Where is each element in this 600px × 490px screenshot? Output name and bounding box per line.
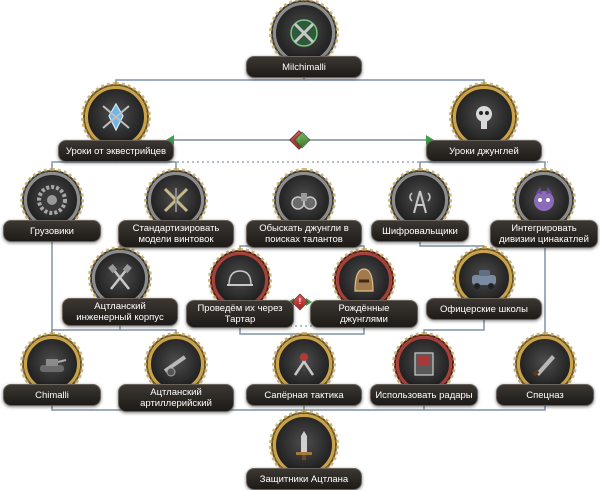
focus-label: Шифровальщики [371,220,469,242]
focus-label: Офицерские школы [426,298,542,320]
focus-label: Стандартизировать модели винтовок [118,220,234,248]
connector-jungle-cinacatl [484,161,546,176]
focus-label: Использовать радары [370,384,478,406]
focus-label: Обыскать джунгли в поисках талантов [246,220,362,248]
focus-label: Chimalli [3,384,101,406]
focus-specnaz[interactable]: Спецназ [496,332,594,406]
focus-artillery[interactable]: Ацтланский артиллерийский [118,332,234,412]
focus-label: Уроки от эквестрийцев [58,140,174,162]
focus-label: Ацтланский инженерный корпус [62,298,178,326]
focus-label: Грузовики [3,220,101,242]
focus-through-tartarus[interactable]: Проведём их через Тартар [184,248,296,328]
focus-label: Рождённые джунглями [310,300,418,328]
focus-trucks[interactable]: Грузовики [3,168,101,242]
focus-officer-schools[interactable]: Офицерские школы [426,246,542,320]
arrow-right-tier3 [306,298,312,306]
focus-milchimalli[interactable]: Milchimalli [246,0,362,78]
focus-label: Сапёрная тактика [246,384,362,406]
focus-jungle-lessons[interactable]: Уроки джунглей [426,82,542,162]
focus-equestrian-lessons[interactable]: Уроки от эквестрийцев [58,82,174,162]
sword-icon [269,410,339,480]
focus-label: Интегрировать дивизии цинакатлей [490,220,598,248]
focus-standardize-rifles[interactable]: Стандартизировать модели винтовок [118,168,234,248]
focus-search-talent[interactable]: Обыскать джунгли в поисках талантов [246,168,362,248]
focus-label: Ацтланский артиллерийский [118,384,234,412]
focus-defenders-of-aztlan[interactable]: Защитники Ацтлана [246,410,362,490]
crystal-lantern-icon [81,82,151,152]
focus-label: Защитники Ацтлана [246,468,362,490]
focus-engineer-corps[interactable]: Ацтланский инженерный корпус [62,246,178,326]
focus-use-radars[interactable]: Использовать радары [370,332,478,406]
focus-sapper-tactics[interactable]: Сапёрная тактика [246,332,362,406]
connector-equestrian-standardize [116,161,177,176]
focus-label: Уроки джунглей [426,140,542,162]
jungle-skull-icon [449,82,519,152]
focus-label: Milchimalli [246,56,362,78]
focus-cryptographers[interactable]: Шифровальщики [371,168,469,242]
connector-officer-radar [423,316,485,340]
focus-label: Спецназ [496,384,594,406]
focus-integrate-cinacatl[interactable]: Интегрировать дивизии цинакатлей [489,168,599,248]
focus-label: Проведём их через Тартар [186,300,294,328]
focus-jungle-born[interactable]: Рождённые джунглями [308,248,420,328]
tire-icon [20,168,84,232]
crossed-rifles-icon [269,0,339,68]
focus-chimalli[interactable]: Chimalli [3,332,101,406]
